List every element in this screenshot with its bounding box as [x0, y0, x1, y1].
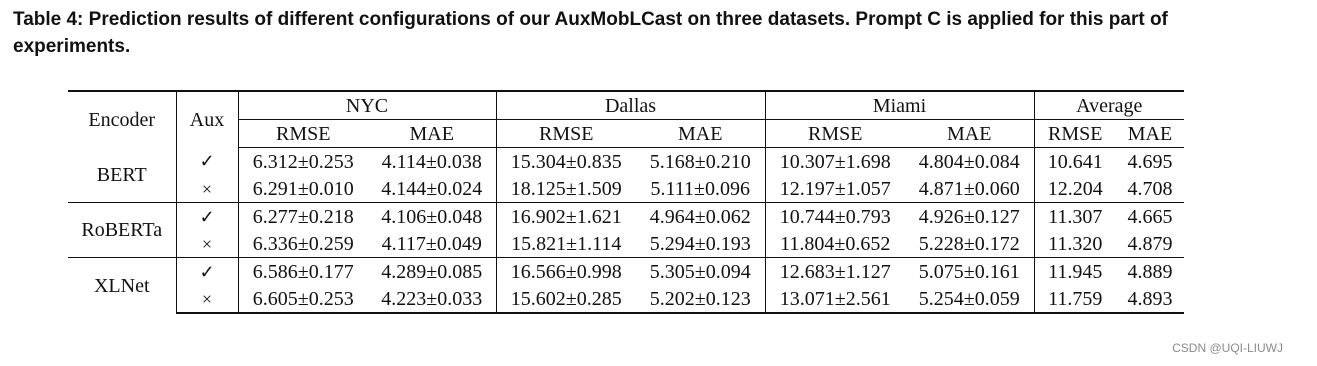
header-metric: MAE — [636, 119, 766, 148]
value-cell: 5.075±0.161 — [905, 257, 1035, 285]
value-cell: 6.605±0.253 — [238, 285, 368, 314]
value-cell: 12.683±1.127 — [779, 260, 891, 283]
table-row: XLNet ✓ 6.586±0.177 4.289±0.085 16.566±0… — [68, 257, 1184, 313]
value-cell: 11.804±0.652 — [765, 230, 905, 258]
value-cell: 4.893 — [1116, 285, 1184, 314]
header-dataset-nyc: NYC — [238, 90, 497, 120]
header-dataset-miami: Miami — [765, 90, 1035, 120]
header-metric: RMSE — [238, 119, 368, 148]
header-dataset-dallas: Dallas — [496, 90, 766, 120]
table-row: × 6.291±0.010 4.144±0.024 18.125±1.509 5… — [68, 175, 1184, 203]
value-cell: 6.291±0.010 — [238, 175, 368, 203]
value-cell: 12.197±1.057 — [765, 175, 905, 203]
value-cell: 16.566±0.998 — [510, 260, 622, 283]
value-cell: 15.821±1.114 — [496, 230, 636, 258]
header-metric: RMSE — [1034, 119, 1116, 148]
value-cell: 15.304±0.835 — [510, 150, 622, 173]
header-dataset-average: Average — [1034, 90, 1184, 120]
value-cell: 4.144±0.024 — [368, 175, 497, 203]
value-cell: 5.168±0.210 — [636, 147, 766, 175]
header-encoder: Encoder — [68, 90, 177, 148]
value-cell: 4.695 — [1127, 150, 1173, 173]
aux-mark: ✓ — [176, 257, 239, 285]
value-cell: 4.871±0.060 — [905, 175, 1035, 203]
aux-mark: × — [176, 175, 239, 203]
aux-mark: × — [176, 285, 239, 314]
header-metric: MAE — [1116, 119, 1184, 148]
header-metric: RMSE — [765, 119, 905, 148]
table-caption: Table 4: Prediction results of different… — [13, 9, 1168, 57]
value-cell: 5.294±0.193 — [636, 230, 766, 258]
value-cell: 12.204 — [1034, 175, 1116, 203]
value-cell: 11.320 — [1034, 230, 1116, 258]
table-row: × 6.605±0.253 4.223±0.033 15.602±0.285 5… — [68, 285, 1184, 314]
encoder-cell: RoBERTa — [68, 202, 177, 258]
value-cell: 5.202±0.123 — [636, 285, 766, 314]
value-cell: 5.111±0.096 — [636, 175, 766, 203]
value-cell: 18.125±1.509 — [496, 175, 636, 203]
value-cell: 4.117±0.049 — [368, 230, 497, 258]
value-cell: 6.586±0.177 — [252, 260, 354, 283]
aux-mark: ✓ — [176, 147, 239, 175]
value-cell: 4.879 — [1116, 230, 1184, 258]
results-table: Encoder Aux NYC Dallas Miami Average RMS… — [68, 90, 1184, 314]
value-cell: 4.106±0.048 — [368, 202, 497, 230]
value-cell: 13.071±2.561 — [765, 285, 905, 314]
value-cell: 11.307 — [1048, 205, 1103, 228]
value-cell: 10.744±0.793 — [779, 205, 891, 228]
header-row-datasets: Encoder Aux NYC Dallas Miami Average — [68, 90, 1184, 148]
value-cell: 11.945 — [1048, 260, 1103, 283]
value-cell: 4.804±0.084 — [905, 147, 1035, 175]
value-cell: 6.336±0.259 — [238, 230, 368, 258]
value-cell: 11.759 — [1034, 285, 1116, 314]
value-cell: 10.641 — [1047, 150, 1103, 173]
aux-mark: ✓ — [176, 202, 239, 230]
value-cell: 4.964±0.062 — [636, 202, 766, 230]
value-cell: 16.902±1.621 — [510, 205, 622, 228]
header-metric: MAE — [368, 119, 497, 148]
value-cell: 4.926±0.127 — [905, 202, 1035, 230]
watermark: CSDN @UQI-LIUWJ — [1172, 341, 1283, 355]
value-cell: 4.289±0.085 — [368, 257, 497, 285]
table-row: RoBERTa ✓ 6.277±0.218 4.106±0.048 16.902… — [68, 202, 1184, 258]
header-aux: Aux — [176, 90, 239, 148]
value-cell: 6.312±0.253 — [252, 150, 354, 173]
header-row-metrics: RMSE MAE RMSE MAE RMSE MAE RMSE MAE — [68, 119, 1184, 148]
value-cell: 15.602±0.285 — [496, 285, 636, 314]
encoder-cell: BERT — [68, 147, 177, 203]
aux-mark: × — [176, 230, 239, 258]
encoder-cell: XLNet — [68, 257, 177, 313]
value-cell: 4.223±0.033 — [368, 285, 497, 314]
value-cell: 6.277±0.218 — [252, 205, 354, 228]
value-cell: 4.114±0.038 — [368, 147, 497, 175]
value-cell: 4.708 — [1116, 175, 1184, 203]
value-cell: 5.254±0.059 — [905, 285, 1035, 314]
header-metric: MAE — [905, 119, 1035, 148]
value-cell: 5.228±0.172 — [905, 230, 1035, 258]
value-cell: 5.305±0.094 — [636, 257, 766, 285]
header-metric: RMSE — [496, 119, 636, 148]
value-cell: 4.665 — [1127, 205, 1173, 228]
table-row: × 6.336±0.259 4.117±0.049 15.821±1.114 5… — [68, 230, 1184, 258]
value-cell: 4.889 — [1127, 260, 1173, 283]
value-cell: 10.307±1.698 — [779, 150, 891, 173]
table-row: BERT ✓ 6.312±0.253 4.114±0.038 15.304±0.… — [68, 147, 1184, 203]
